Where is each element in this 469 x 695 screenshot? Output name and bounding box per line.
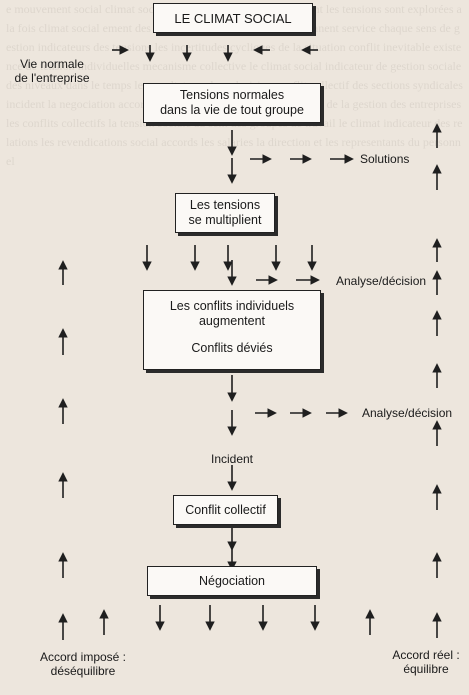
accord-reel-line2: équilibre xyxy=(403,662,449,676)
accord-reel-line1: Accord réel : xyxy=(392,648,460,662)
climat-social-label: LE CLIMAT SOCIAL xyxy=(174,10,292,26)
box-tensions-multiplient: Les tensions se multiplient xyxy=(175,193,275,233)
vie-normale-line2: de l'entreprise xyxy=(14,71,90,85)
tensions-multiplient-line1: Les tensions xyxy=(189,198,261,212)
box-negociation: Négociation xyxy=(147,566,317,596)
negociation-label: Négociation xyxy=(198,573,265,588)
accord-impose-line2: déséquilibre xyxy=(50,664,116,678)
tensions-normales-line1: Tensions normales xyxy=(179,88,285,102)
box-tensions-normales: Tensions normales dans la vie de tout gr… xyxy=(143,83,321,123)
box-conflit-collectif: Conflit collectif xyxy=(173,495,278,525)
label-vie-normale: Vie normale de l'entreprise xyxy=(2,57,102,85)
box-climat-social: LE CLIMAT SOCIAL xyxy=(153,3,313,33)
conflit-collectif-label: Conflit collectif xyxy=(185,502,266,517)
tensions-multiplient-line2: se multiplient xyxy=(188,213,262,227)
conflits-individuels-line2: augmentent xyxy=(198,314,266,328)
label-analyse-decision-1: Analyse/décision xyxy=(336,274,427,288)
label-solutions: Solutions xyxy=(360,152,410,166)
tensions-normales-line2: dans la vie de tout groupe xyxy=(160,103,304,117)
box-conflits-individuels: Les conflits individuels augmentent Conf… xyxy=(143,290,321,370)
accord-impose-line1: Accord imposé : xyxy=(39,650,127,664)
label-incident: Incident xyxy=(210,452,254,466)
label-analyse-decision-2: Analyse/décision xyxy=(362,406,453,420)
vie-normale-line1: Vie normale xyxy=(20,57,84,71)
label-accord-reel: Accord réel : équilibre xyxy=(383,648,469,676)
label-accord-impose: Accord imposé : déséquilibre xyxy=(28,650,138,678)
conflits-devies-label: Conflits déviés xyxy=(191,341,273,355)
conflits-individuels-line1: Les conflits individuels xyxy=(169,299,295,313)
